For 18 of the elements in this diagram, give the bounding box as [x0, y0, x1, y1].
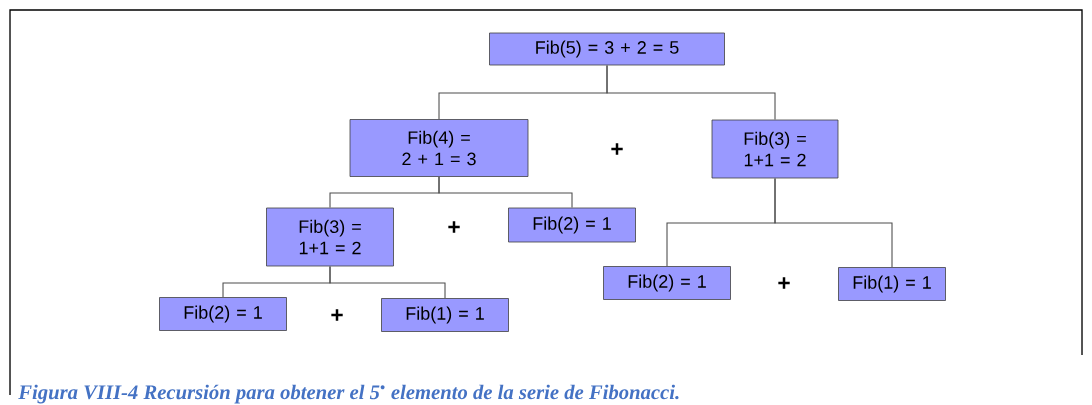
process-box: Fib(2) = 1: [603, 266, 731, 300]
connector: [329, 265, 446, 299]
process-box: Fib(5) = 3 + 2 = 5: [489, 32, 725, 66]
figure-caption: Figura VIII-4 Recursión para obtener el 5$^{•}$ elemento de la serie de Fibonacci.: [18, 384, 679, 404]
plus-sign: +: [778, 277, 790, 289]
connector: [606, 64, 776, 121]
process-box: Fib(1) = 1: [381, 298, 509, 332]
plus-sign: +: [331, 309, 343, 321]
process-box: Fib(2) = 1: [508, 207, 636, 243]
process-box: Fib(3) = 1+1 = 2: [266, 207, 394, 267]
process-box: Fib(3) = 1+1 = 2: [711, 119, 839, 179]
process-box: Fib(2) = 1: [159, 297, 287, 331]
process-box: Fib(4) = 2 + 1 = 3: [349, 119, 529, 177]
plus-sign: +: [611, 143, 623, 155]
plus-sign: +: [448, 221, 460, 233]
connector: [438, 176, 573, 209]
process-box: Fib(1) = 1: [838, 267, 946, 301]
connector: [774, 177, 893, 268]
